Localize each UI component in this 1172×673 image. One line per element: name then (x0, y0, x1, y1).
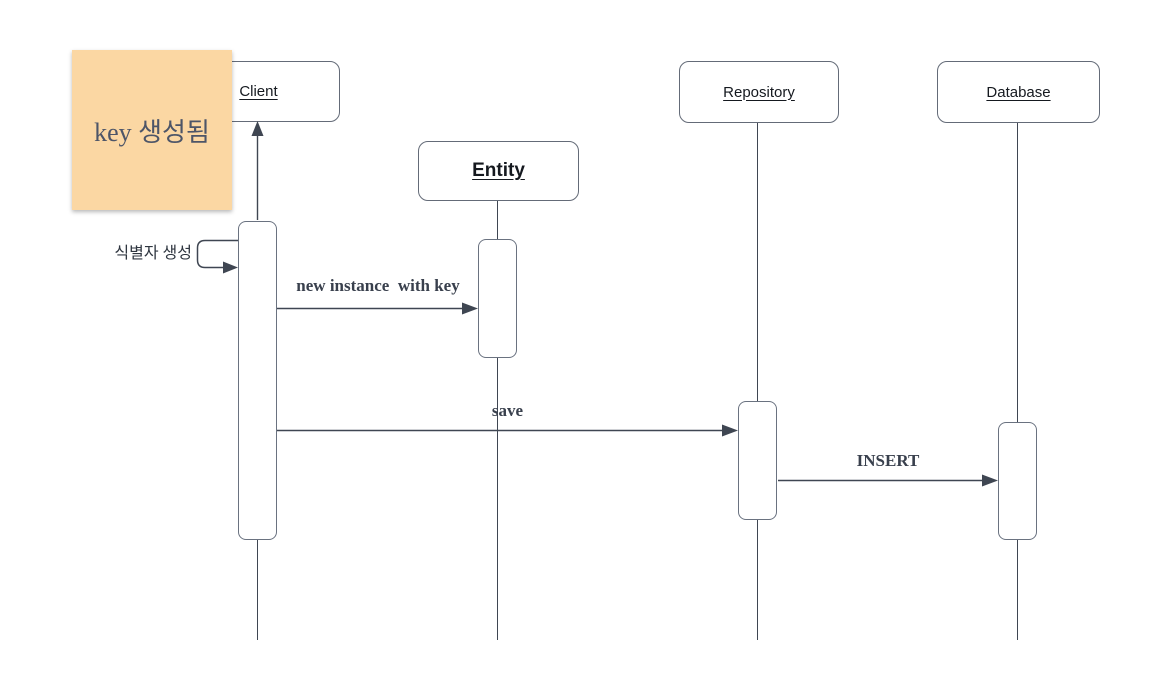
participant-label-entity: Entity (472, 160, 525, 181)
message-arrow-save[interactable] (277, 424, 738, 437)
participant-box-entity[interactable]: Entity (418, 141, 579, 201)
lifeline-entity[interactable] (497, 199, 498, 640)
activation-bar-database[interactable] (998, 422, 1037, 540)
activation-bar-entity[interactable] (478, 239, 517, 358)
message-label-save: save (491, 401, 524, 420)
message-label-insert: INSERT (856, 451, 920, 470)
self-message-loop[interactable] (196, 239, 239, 274)
participant-label-client: Client (239, 83, 278, 100)
return-up-arrow[interactable] (251, 121, 264, 220)
participant-label-database: Database (986, 83, 1051, 101)
message-arrow-new-instance[interactable] (277, 302, 478, 315)
sticky-note-text: key 생성됨 (94, 117, 210, 147)
lifeline-client[interactable] (257, 540, 258, 640)
message-label-self: 식별자 생성 (114, 245, 192, 262)
message-label-new-instance: new instance with key (296, 276, 460, 295)
participant-box-database[interactable]: Database (937, 61, 1100, 123)
activation-bar-repository[interactable] (738, 401, 777, 520)
participant-label-repository: Repository (723, 83, 795, 101)
lifeline-repository[interactable] (757, 121, 758, 640)
message-arrow-insert[interactable] (778, 474, 998, 487)
lifeline-database[interactable] (1017, 121, 1018, 640)
sticky-note[interactable]: key 생성됨 (72, 50, 232, 210)
activation-bar-client[interactable] (238, 221, 277, 540)
participant-box-repository[interactable]: Repository (679, 61, 839, 123)
